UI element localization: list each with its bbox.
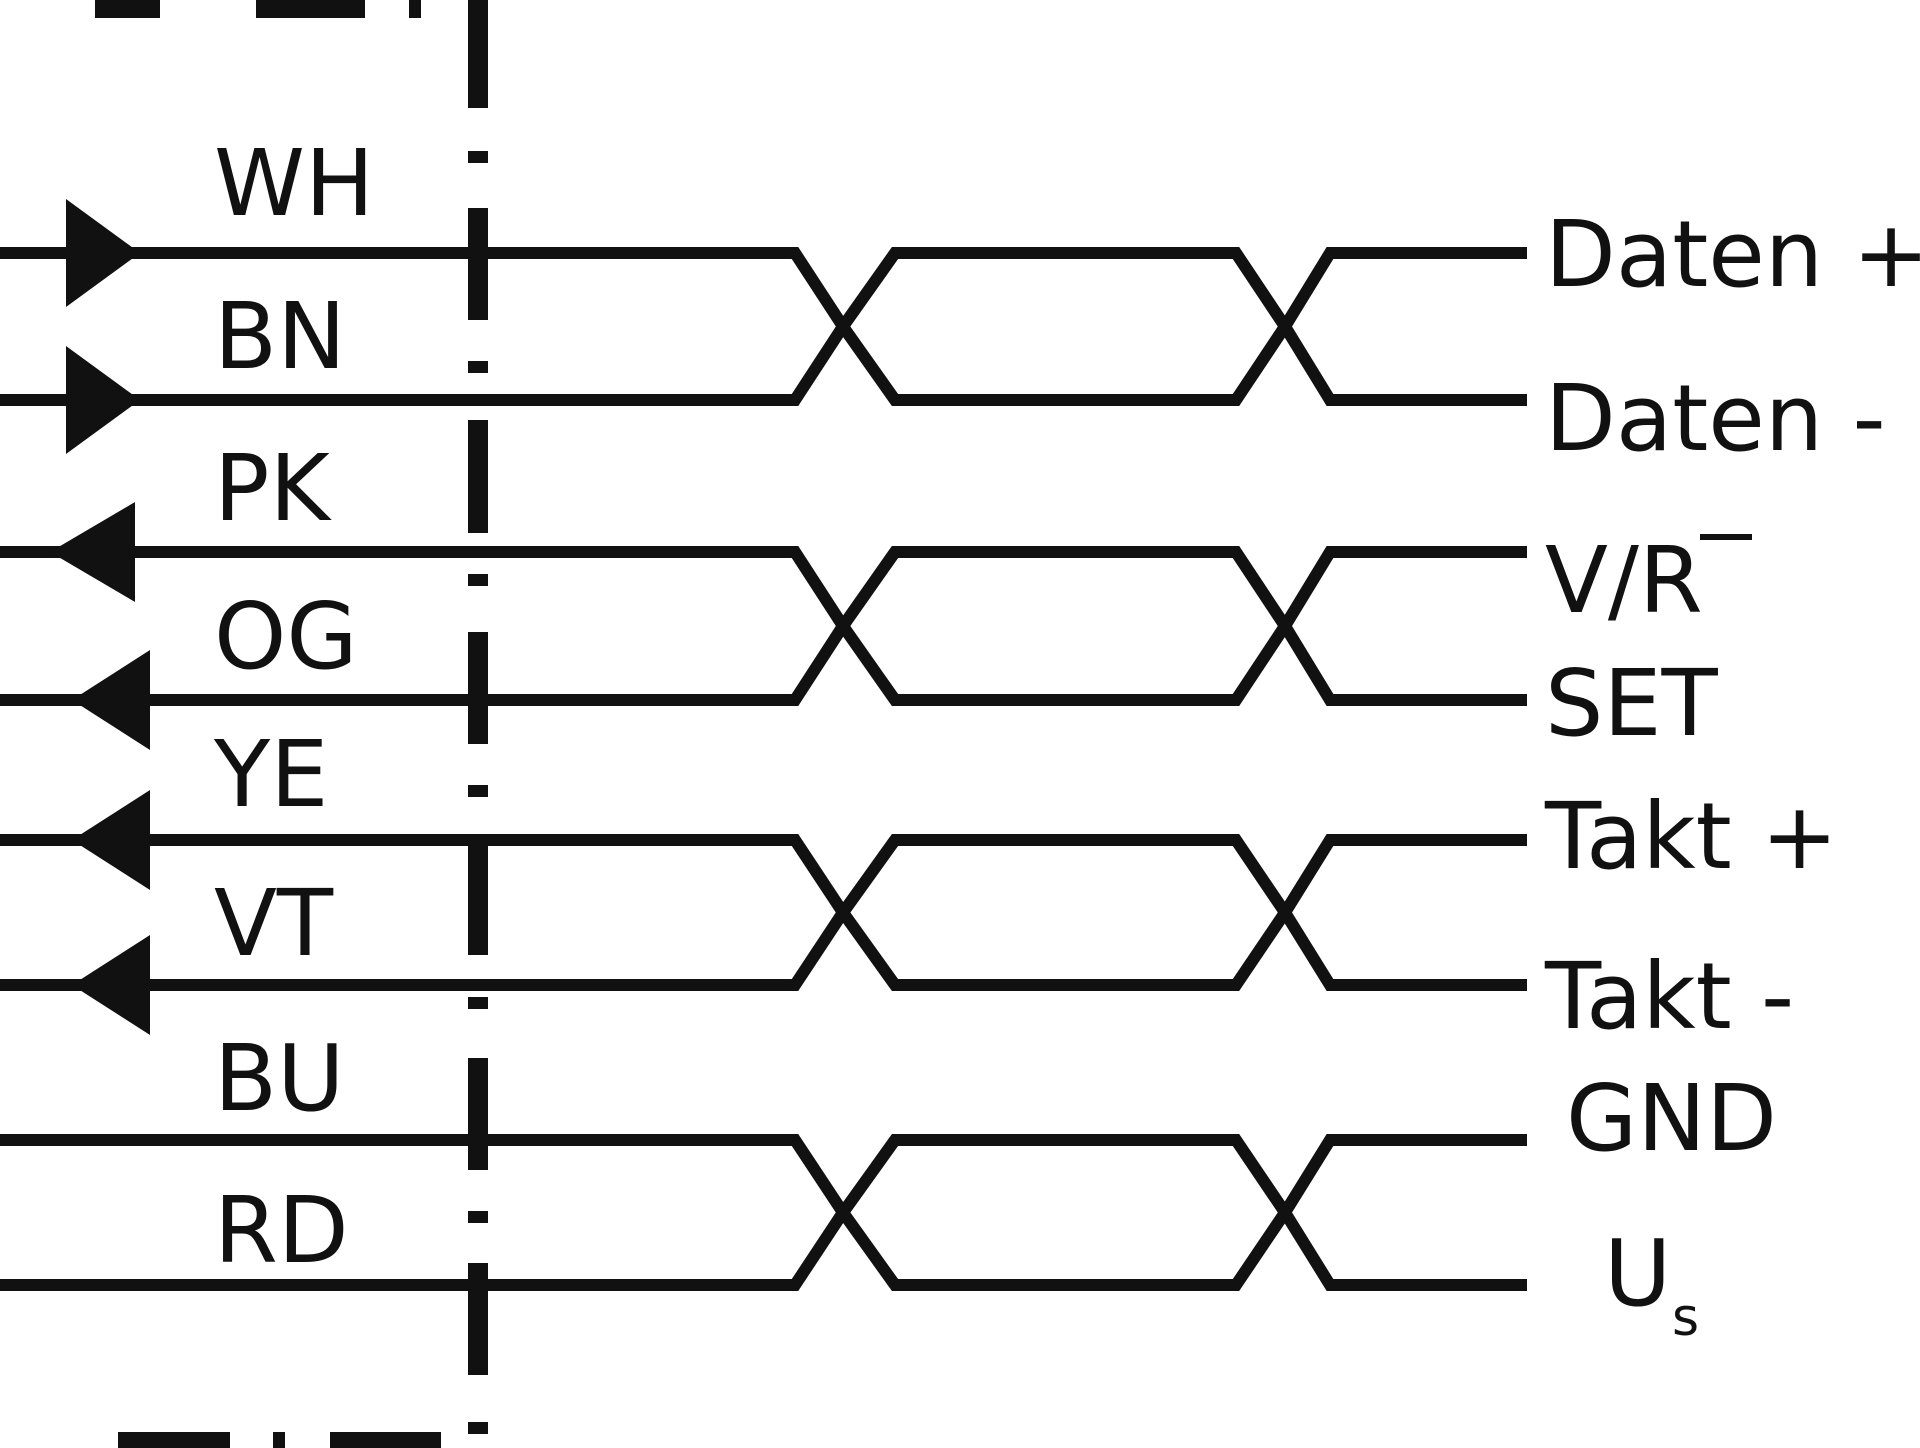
connector-bottom-block-0 <box>118 1432 230 1448</box>
signal-label-2: Daten - <box>1545 365 1886 472</box>
wire-bu <box>0 1134 1527 1224</box>
color-code-label-og: OG <box>214 583 358 690</box>
connector-frame <box>95 0 488 1448</box>
color-code-label-rd: RD <box>214 1177 349 1284</box>
color-code-label-ye: YE <box>213 721 328 828</box>
wire-vt <box>0 901 1527 991</box>
wire-og <box>0 614 1527 706</box>
color-code-label-pk: PK <box>214 435 332 542</box>
signal-label-1: Daten + <box>1545 201 1920 308</box>
arrow-out-vt <box>72 935 150 1035</box>
wire-rd <box>0 1201 1527 1291</box>
wire-labels: WH Daten + BN Daten - PK V/R OG SET YE Takt + VT Ta… <box>213 130 1920 1348</box>
connector-top-block-2 <box>409 0 421 18</box>
color-code-label-bu: BU <box>214 1025 344 1132</box>
signal-label-6: Takt - <box>1544 943 1794 1050</box>
arrow-out-ye <box>72 790 150 890</box>
wire-ye <box>0 834 1527 924</box>
color-code-label-wh: WH <box>214 130 374 237</box>
wire-pairs <box>0 199 1527 1291</box>
signal-label-3: V/R <box>1545 527 1703 634</box>
connector-bottom-block-2 <box>330 1432 441 1448</box>
connector-bottom-block-1 <box>273 1432 285 1448</box>
color-code-label-vt: VT <box>214 870 334 977</box>
signal-label-5: Takt + <box>1544 783 1838 890</box>
connector-top-block-1 <box>256 0 365 18</box>
arrow-in-wh <box>66 199 140 307</box>
color-code-label-bn: BN <box>214 283 346 390</box>
connector-top-block-0 <box>95 0 160 18</box>
wire-bn <box>0 315 1527 406</box>
arrow-in-bn <box>66 346 140 454</box>
signal-label-8: U <box>1604 1220 1671 1327</box>
arrow-out-pk <box>50 502 135 602</box>
arrow-out-og <box>72 650 150 750</box>
signal-label-7: GND <box>1566 1065 1777 1172</box>
signal-label-subscript: s <box>1672 1288 1699 1348</box>
wire-wh <box>0 247 1527 338</box>
signal-label-4: SET <box>1545 650 1719 757</box>
wire-pk <box>0 546 1527 638</box>
